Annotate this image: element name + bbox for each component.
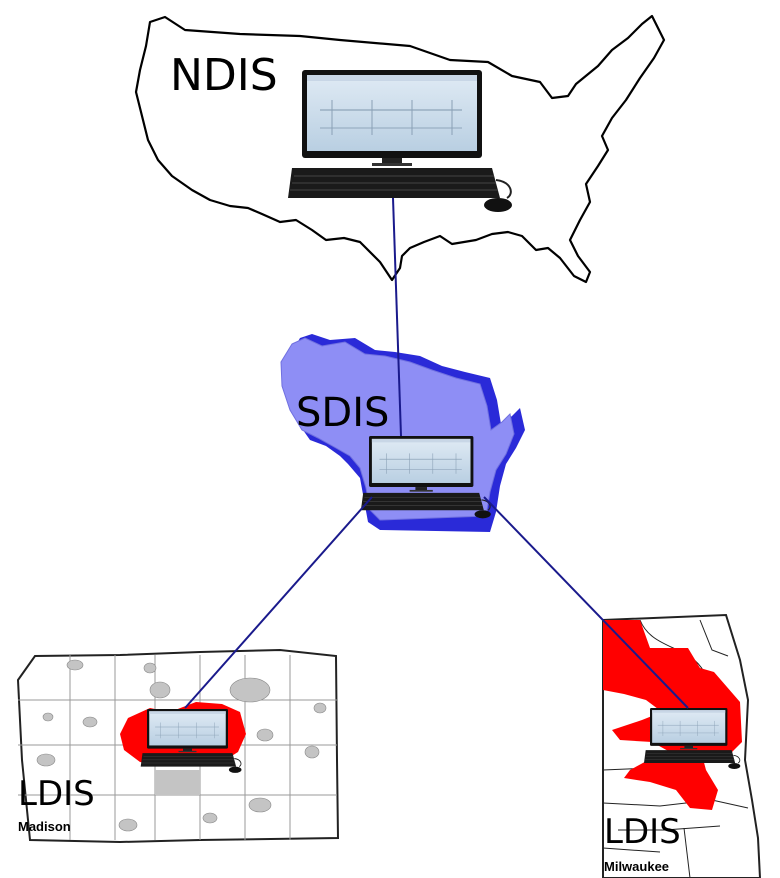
connection-sdis-milwaukee <box>483 496 689 709</box>
madison-ldis-label: LDIS <box>18 774 95 814</box>
sdis-label: SDIS <box>296 390 389 436</box>
connection-ndis-sdis <box>392 197 402 437</box>
milwaukee-city-label: Milwaukee <box>604 859 669 874</box>
connection-lines <box>184 197 689 709</box>
connection-sdis-madison <box>184 496 373 709</box>
ndis-computer-icon <box>287 69 513 213</box>
sdis-computer-icon <box>360 435 492 519</box>
milwaukee-computer-icon <box>643 707 741 770</box>
milwaukee-ldis-label: LDIS <box>604 812 681 852</box>
madison-city-label: Madison <box>18 819 71 834</box>
madison-computer-icon <box>140 708 242 774</box>
ndis-label: NDIS <box>170 50 278 101</box>
